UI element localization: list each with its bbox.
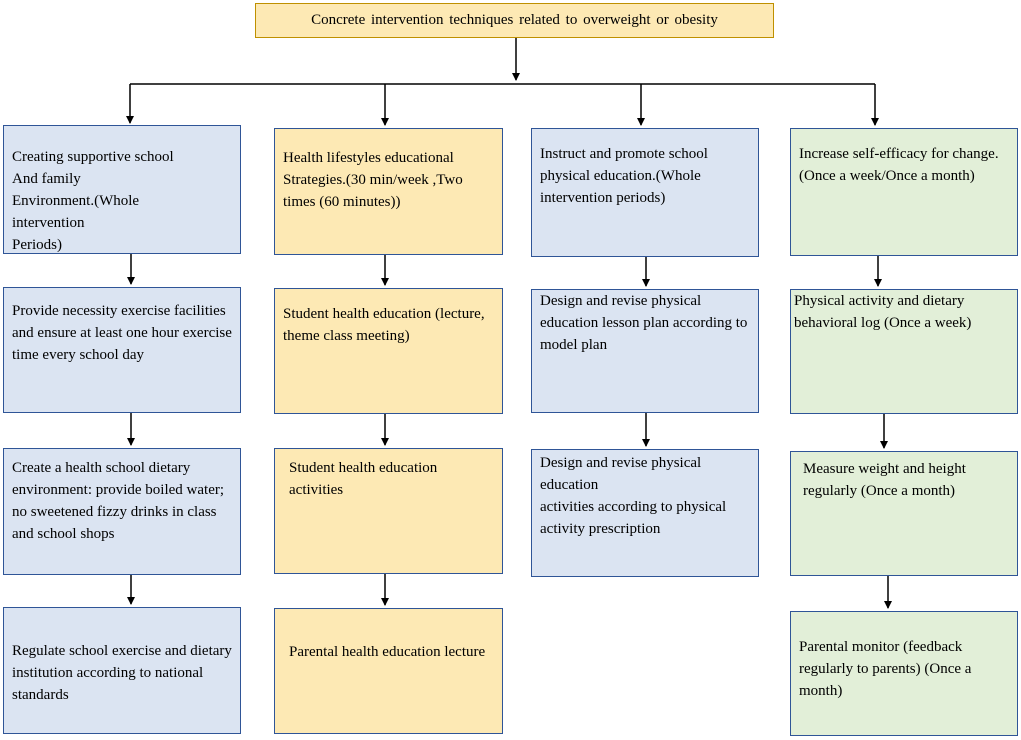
col2-box3-text: Student health education activities [289,460,438,498]
col1-box1: Creating supportive school And family En… [3,125,241,254]
col1-box3: Create a health school dietary environme… [3,448,241,575]
col3-box3-text: Design and revise physical education act… [540,455,727,537]
col4-box1: Increase self-efficacy for change.(Once … [790,128,1018,256]
col1-box1-text: Creating supportive school And family En… [12,149,174,253]
col4-box2: Physical activity and dietary behavioral… [790,289,1018,414]
col3-box3: Design and revise physical education act… [531,449,759,577]
col4-box1-text: Increase self-efficacy for change.(Once … [799,146,999,184]
col2-box3: Student health education activities [274,448,503,574]
col2-box1-text: Health lifestyles educational Strategies… [283,150,463,210]
col4-box3: Measure weight and height regularly (Onc… [790,451,1018,576]
col1-box4-text: Regulate school exercise and dietary ins… [12,643,232,703]
col1-box4: Regulate school exercise and dietary ins… [3,607,241,734]
diagram-title: Concrete intervention techniques related… [255,3,774,38]
col2-box4: Parental health education lecture [274,608,503,734]
col2-box2: Student health education (lecture, theme… [274,288,503,414]
col1-box2: Provide necessity exercise facilities an… [3,287,241,413]
col1-box3-text: Create a health school dietary environme… [12,460,225,542]
col4-box3-text: Measure weight and height regularly (Onc… [803,461,966,499]
col3-box1-text: Instruct and promote school physical edu… [540,146,708,206]
col4-box4: Parental monitor (feedback regularly to … [790,611,1018,736]
col3-box1: Instruct and promote school physical edu… [531,128,759,257]
col1-box2-text: Provide necessity exercise facilities an… [12,303,232,363]
col3-box2-text: Design and revise physical education les… [540,293,748,353]
diagram-title-text: Concrete intervention techniques related… [311,12,718,28]
col2-box4-text: Parental health education lecture [289,644,486,660]
col4-box2-text: Physical activity and dietary behavioral… [794,293,972,331]
col3-box2: Design and revise physical education les… [531,289,759,413]
col2-box1: Health lifestyles educational Strategies… [274,128,503,255]
col4-box4-text: Parental monitor (feedback regularly to … [799,639,972,699]
col2-box2-text: Student health education (lecture, theme… [283,306,485,344]
